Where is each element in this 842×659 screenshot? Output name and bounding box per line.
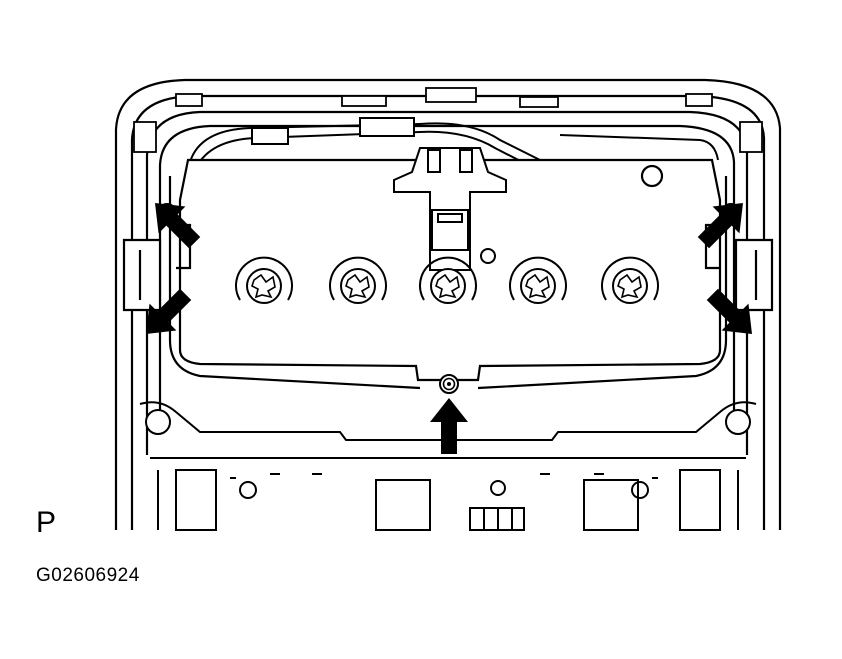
view-letter: P [36, 506, 57, 539]
bolt-bottom-center [439, 374, 459, 394]
center-connector [393, 147, 507, 271]
arrow-bottom-center-icon [430, 398, 468, 454]
wire-harness [189, 117, 719, 169]
top-tabs [133, 87, 763, 153]
figure-code: G02606924 [36, 565, 140, 586]
